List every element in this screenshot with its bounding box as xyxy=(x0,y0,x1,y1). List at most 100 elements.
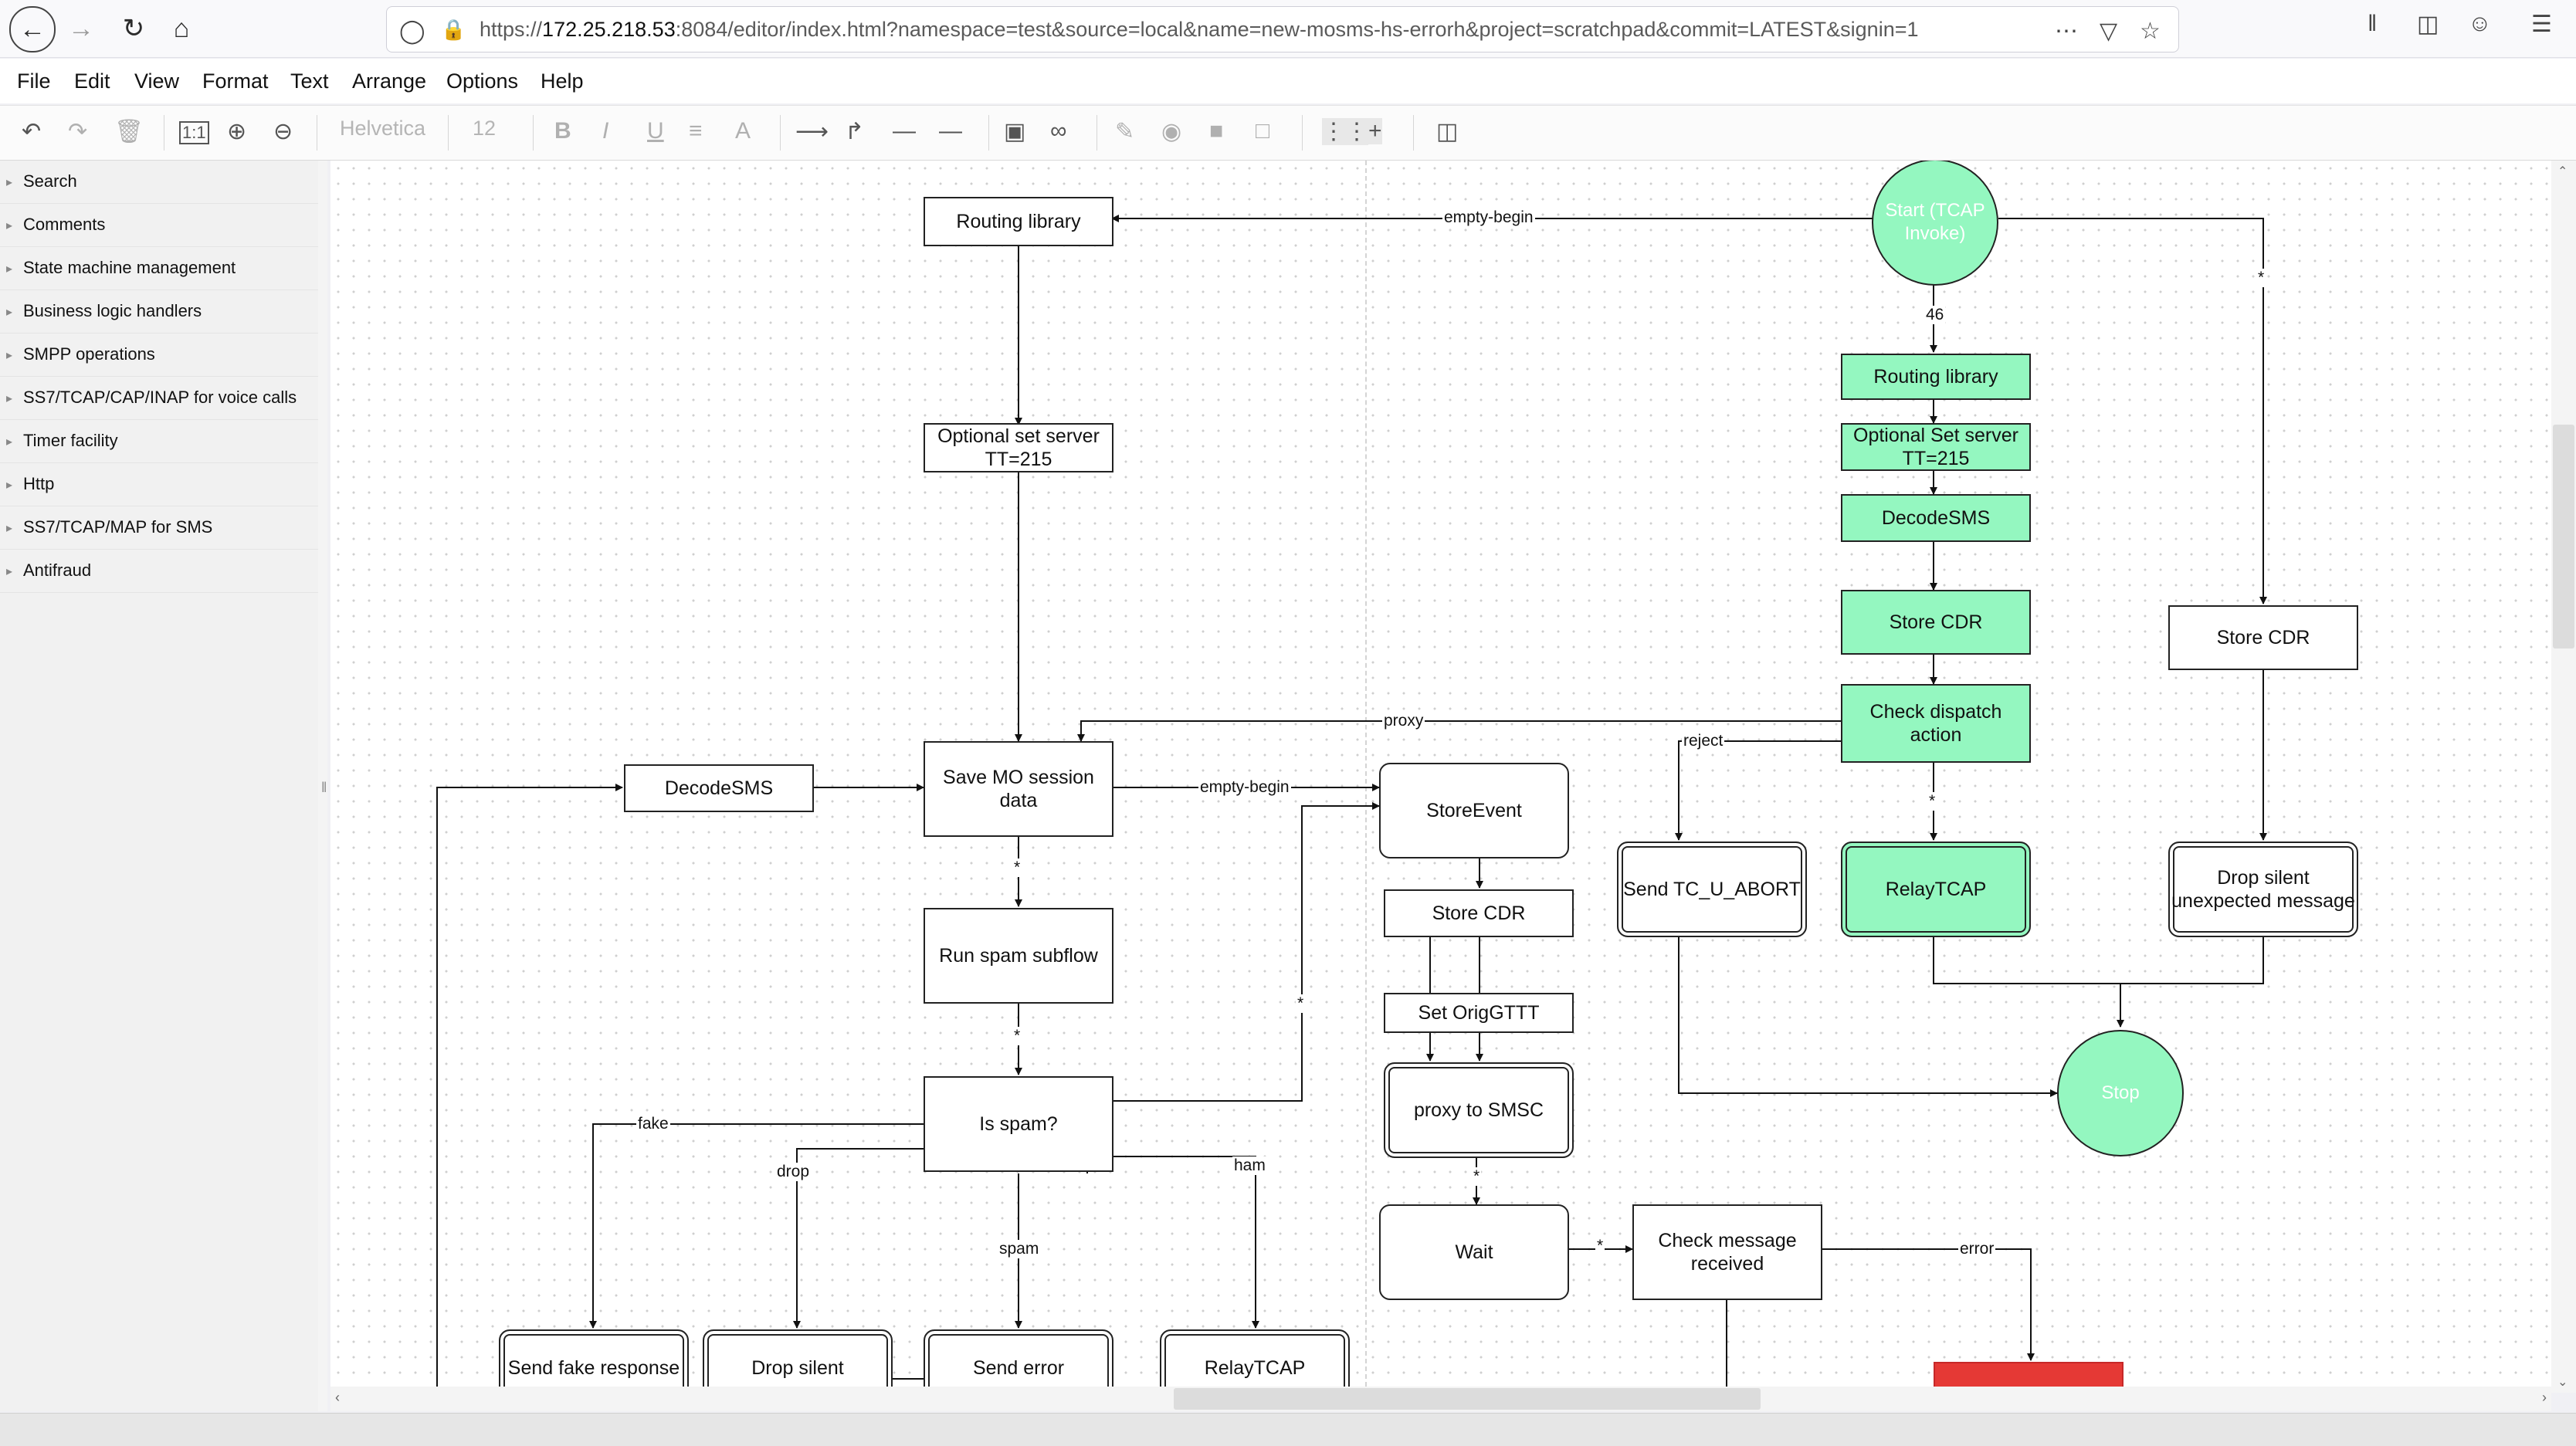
vertical-scrollbar[interactable]: ⌃ ⌄ xyxy=(2551,161,2576,1393)
splitter-grip-icon[interactable]: ‖ xyxy=(321,780,327,795)
gradient-icon[interactable]: ■ xyxy=(1209,118,1224,144)
node-relaytcap-left[interactable]: RelayTCAP xyxy=(1160,1329,1350,1387)
font-size-field[interactable]: 12 xyxy=(473,117,497,140)
sidebar-item-search[interactable]: ▸Search xyxy=(0,161,318,204)
pocket-icon[interactable]: ▽ xyxy=(2100,19,2118,44)
node-decodesms-left[interactable]: DecodeSMS xyxy=(624,764,814,812)
format-panel-icon[interactable]: ◫ xyxy=(1436,119,1459,144)
url-text[interactable]: https://172.25.218.53:8084/editor/index.… xyxy=(480,18,1919,41)
node-storeevent[interactable]: StoreEvent xyxy=(1379,763,1569,858)
sidebar-icon[interactable]: ◫ xyxy=(2417,12,2439,37)
line-color-icon[interactable]: ✎ xyxy=(1115,119,1135,144)
edge-label-reject: reject xyxy=(1682,732,1725,750)
sidebar-item-http[interactable]: ▸Http xyxy=(0,463,318,506)
font-family-field[interactable]: Helvetica xyxy=(340,117,426,140)
node-relaytcap-right[interactable]: RelayTCAP xyxy=(1841,842,2031,937)
sidebar-item-ss7-voice[interactable]: ▸SS7/TCAP/CAP/INAP for voice calls xyxy=(0,377,318,420)
menu-text[interactable]: Text xyxy=(290,69,329,93)
align-icon[interactable]: ≡ xyxy=(689,118,703,144)
link-icon[interactable]: ∞ xyxy=(1050,118,1067,144)
image-icon[interactable]: ▣ xyxy=(1004,119,1026,144)
node-check-message-received[interactable]: Check message received xyxy=(1632,1204,1822,1300)
node-routing-library-right[interactable]: Routing library xyxy=(1841,354,2031,400)
italic-icon[interactable]: I xyxy=(602,118,609,144)
grid-icon[interactable]: ⋮⋮ xyxy=(1322,118,1368,145)
more-icon[interactable]: ⋯ xyxy=(2055,19,2078,44)
fill-color-icon[interactable]: ◉ xyxy=(1161,119,1182,144)
guides-icon[interactable]: + xyxy=(1368,118,1382,144)
star-icon[interactable]: ☆ xyxy=(2140,19,2161,44)
node-stop[interactable]: Stop xyxy=(2057,1030,2184,1156)
node-store-cdr-green[interactable]: Store CDR xyxy=(1841,590,2031,655)
node-send-tc-u-abort[interactable]: Send TC_U_ABORT xyxy=(1617,842,1807,937)
edge-loop-to-decode-left xyxy=(436,784,623,1387)
underline-icon[interactable]: U xyxy=(647,118,664,144)
edge-drop-unexpected-to-stop xyxy=(2120,936,2264,984)
node-is-spam[interactable]: Is spam? xyxy=(924,1076,1113,1172)
undo-icon[interactable]: ↶ xyxy=(22,119,42,144)
node-set-origgttt[interactable]: Set OrigGTTT xyxy=(1384,993,1574,1033)
menu-file[interactable]: File xyxy=(17,69,51,93)
menu-edit[interactable]: Edit xyxy=(74,69,110,93)
node-drop-silent[interactable]: Drop silent xyxy=(703,1329,893,1387)
sidebar-item-ss7-sms[interactable]: ▸SS7/TCAP/MAP for SMS xyxy=(0,506,318,550)
scroll-left-icon[interactable]: ‹ xyxy=(335,1390,340,1405)
sidebar-item-antifraud[interactable]: ▸Antifraud xyxy=(0,550,318,593)
connector-straight-icon[interactable]: ⟶ xyxy=(795,119,829,144)
scroll-right-icon[interactable]: › xyxy=(2542,1390,2547,1405)
node-decodesms-right[interactable]: DecodeSMS xyxy=(1841,494,2031,542)
reload-icon[interactable]: ↻ xyxy=(122,14,145,43)
library-icon[interactable]: ‖ xyxy=(2368,11,2378,36)
node-proxy-to-smsc[interactable]: proxy to SMSC xyxy=(1384,1062,1574,1158)
node-start[interactable]: Start (TCAP Invoke) xyxy=(1872,161,1998,286)
lock-icon[interactable]: 🔒 xyxy=(441,18,466,41)
node-routing-library-left[interactable]: Routing library xyxy=(924,197,1113,246)
redo-icon[interactable]: ↷ xyxy=(68,119,88,144)
sidebar-splitter[interactable] xyxy=(318,161,327,1411)
node-drop-silent-unexpected[interactable]: Drop silent unexpected message xyxy=(2168,842,2358,937)
waypoint-icon[interactable]: ↱ xyxy=(845,119,865,144)
node-save-mo-session[interactable]: Save MO session data xyxy=(924,741,1113,837)
menu-format[interactable]: Format xyxy=(202,69,269,93)
sidebar-item-smpp[interactable]: ▸SMPP operations xyxy=(0,334,318,377)
vertical-scroll-thumb[interactable] xyxy=(2553,425,2574,648)
scroll-down-icon[interactable]: ⌄ xyxy=(2557,1376,2568,1389)
shadow-icon[interactable]: □ xyxy=(1256,118,1270,144)
line-end-icon[interactable]: — xyxy=(939,118,962,144)
zoom-in-icon[interactable]: ⊕ xyxy=(227,119,247,144)
node-optional-set-server-left[interactable]: Optional set server TT=215 xyxy=(924,423,1113,472)
menu-view[interactable]: View xyxy=(134,69,180,93)
node-send-fake-response[interactable]: Send fake response xyxy=(499,1329,689,1387)
node-run-spam-subflow[interactable]: Run spam subflow xyxy=(924,908,1113,1004)
node-store-cdr-mid[interactable]: Store CDR xyxy=(1384,889,1574,937)
delete-icon[interactable]: 🗑 xyxy=(114,119,144,144)
home-icon[interactable]: ⌂ xyxy=(173,13,190,43)
sidebar-item-comments[interactable]: ▸Comments xyxy=(0,204,318,247)
diagram-canvas[interactable]: Routing library Optional set server TT=2… xyxy=(330,161,2551,1387)
account-icon[interactable]: ☺ xyxy=(2468,11,2492,36)
node-wait[interactable]: Wait xyxy=(1379,1204,1569,1300)
node-error-handler[interactable] xyxy=(1934,1362,2124,1387)
node-optional-set-server-right[interactable]: Optional Set server TT=215 xyxy=(1841,423,2031,471)
actual-size-icon[interactable]: 1:1 xyxy=(179,121,209,144)
font-color-icon[interactable]: A xyxy=(735,118,751,144)
bold-icon[interactable]: B xyxy=(554,118,571,144)
sidebar-item-timer[interactable]: ▸Timer facility xyxy=(0,420,318,463)
shield-icon[interactable]: ◯ xyxy=(399,19,425,44)
menu-icon[interactable]: ☰ xyxy=(2531,12,2552,37)
menu-options[interactable]: Options xyxy=(446,69,519,93)
sidebar-item-state-machine[interactable]: ▸State machine management xyxy=(0,247,318,290)
menu-help[interactable]: Help xyxy=(541,69,584,93)
line-start-icon[interactable]: — xyxy=(893,118,916,144)
zoom-out-icon[interactable]: ⊖ xyxy=(273,119,293,144)
back-icon[interactable]: ← xyxy=(9,6,56,52)
sidebar-item-business-logic[interactable]: ▸Business logic handlers xyxy=(0,290,318,334)
horizontal-scroll-thumb[interactable] xyxy=(1174,1388,1761,1410)
scroll-up-icon[interactable]: ⌃ xyxy=(2557,165,2568,178)
url-bar[interactable]: ◯ 🔒 https://172.25.218.53:8084/editor/in… xyxy=(386,6,2179,52)
node-send-error[interactable]: Send error xyxy=(924,1329,1113,1387)
menu-arrange[interactable]: Arrange xyxy=(352,69,427,93)
node-store-cdr-right[interactable]: Store CDR xyxy=(2168,605,2358,670)
forward-icon[interactable]: → xyxy=(68,13,94,43)
node-check-dispatch-action[interactable]: Check dispatch action xyxy=(1841,684,2031,763)
